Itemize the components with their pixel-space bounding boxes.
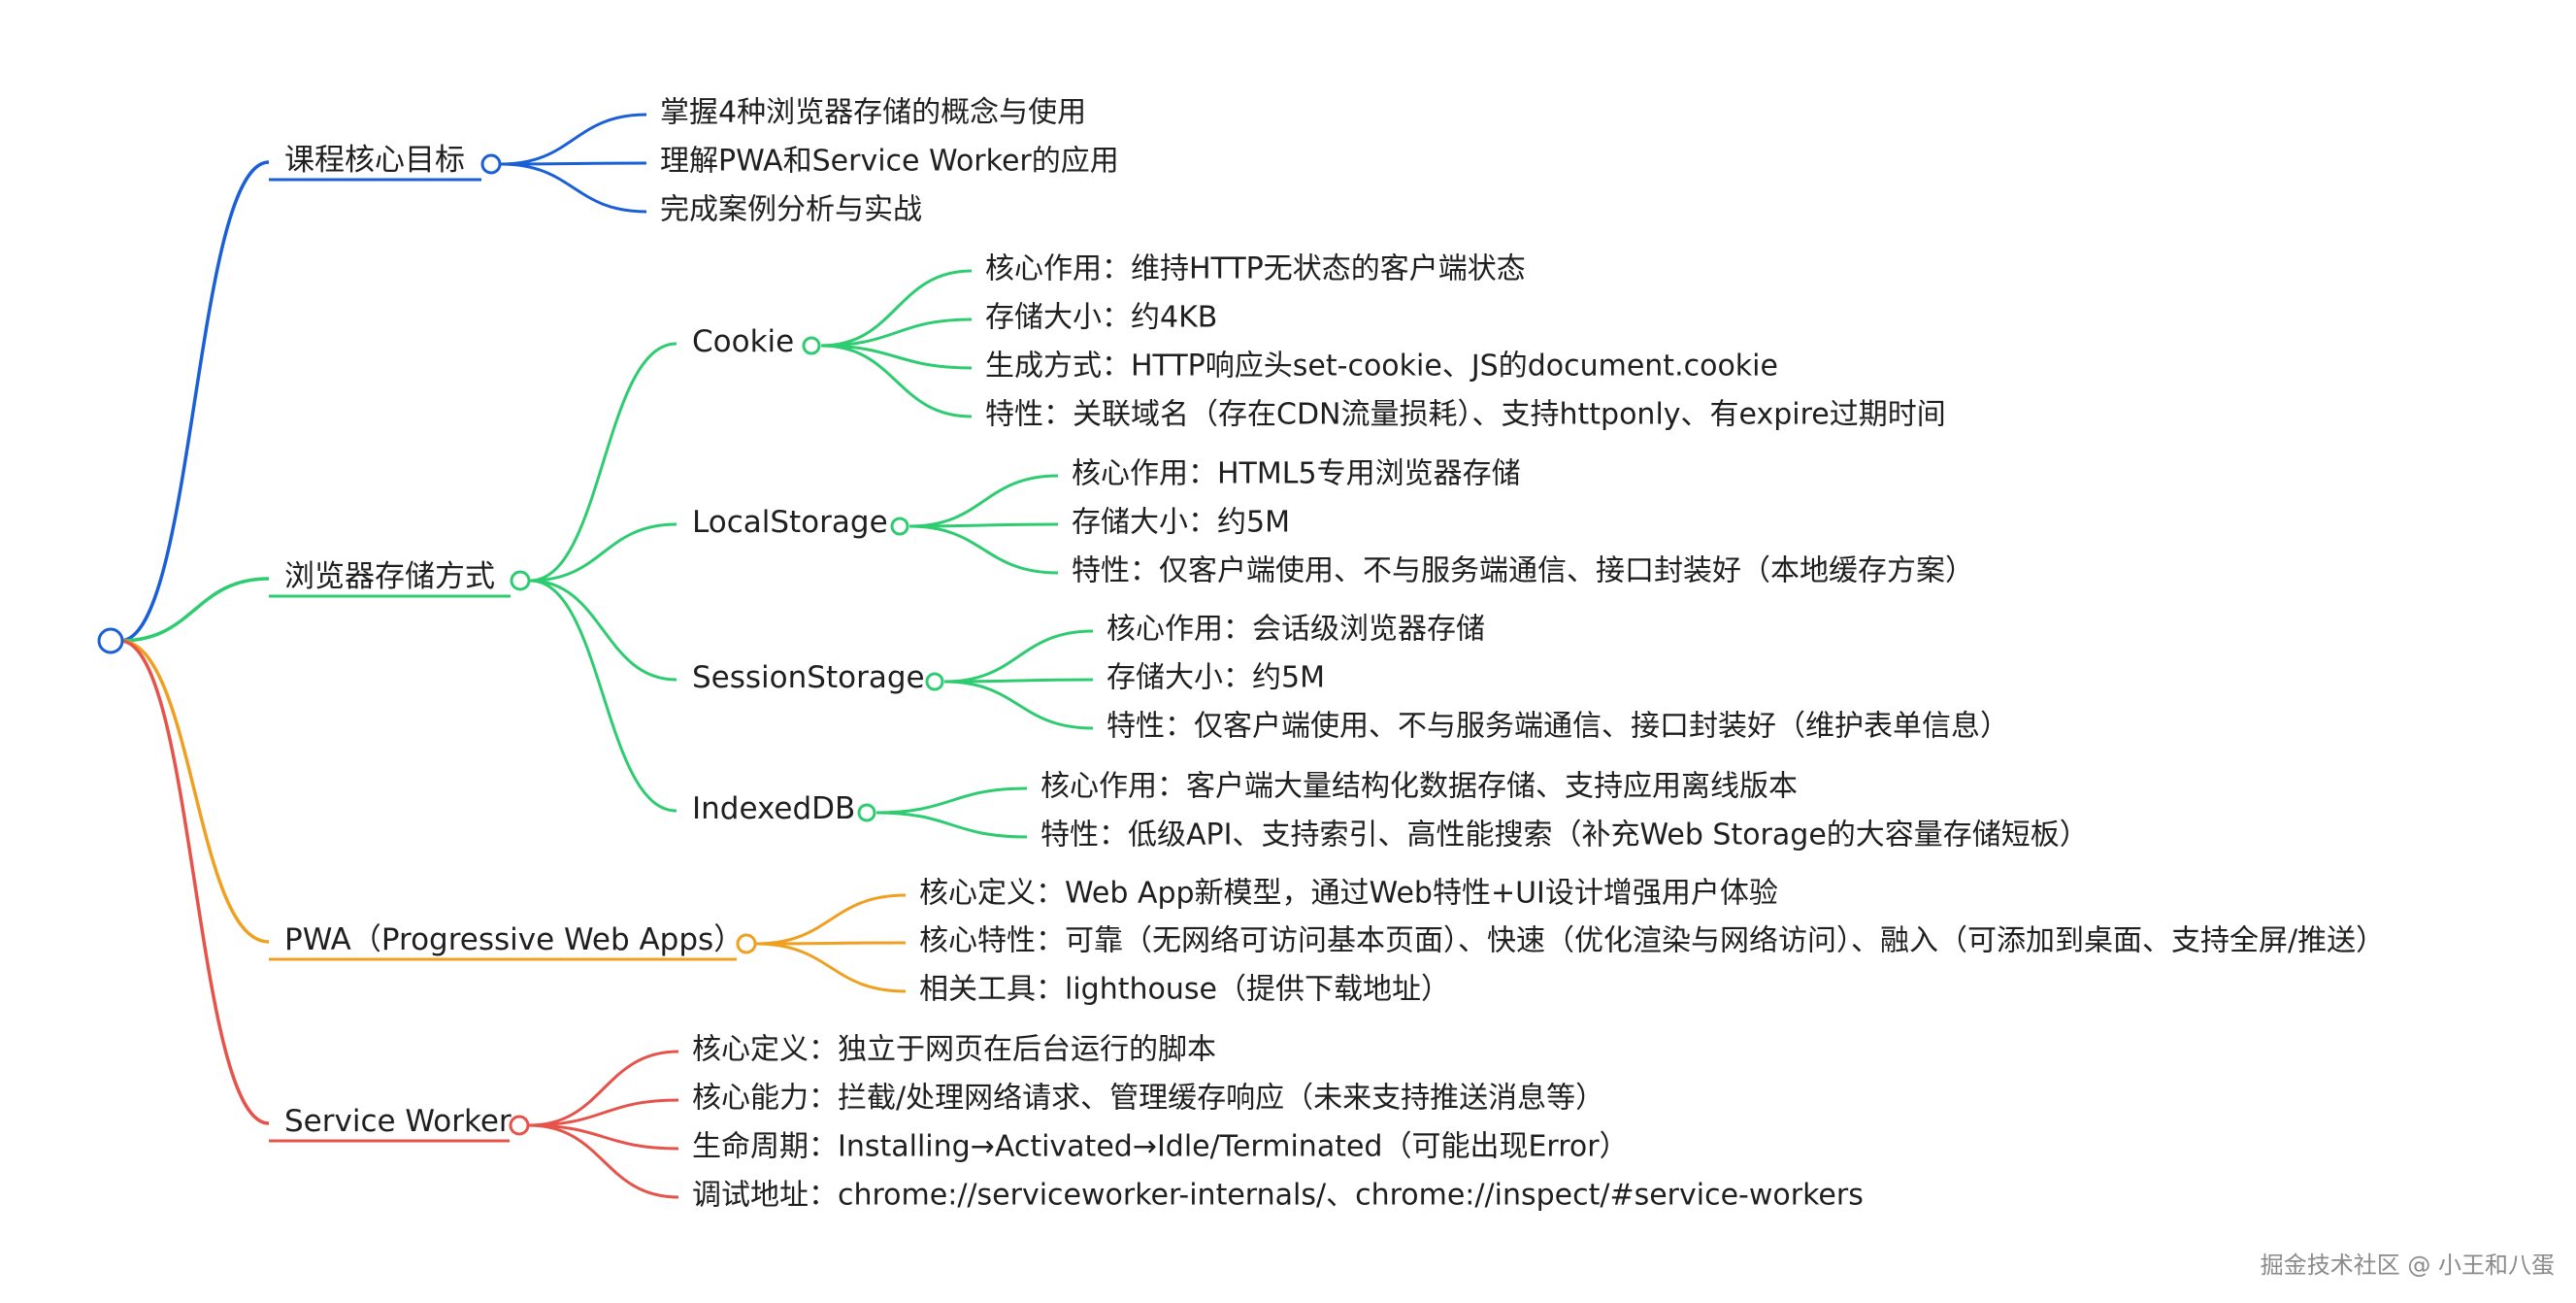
branch-label-storage: 浏览器存储方式 [284,559,495,594]
sw-leaf-edge [528,1050,679,1127]
storage-child-edge [529,579,677,682]
storage-2-leaf-edge [943,629,1094,684]
sw-leaf: 生命周期：Installing→Activated→Idle/Terminate… [692,1130,1629,1164]
goals-leaf: 掌握4种浏览器存储的概念与使用 [660,96,1086,130]
storage-child-node[interactable] [857,803,876,822]
storage-child-label: LocalStorage [692,505,888,540]
branch-label-sw: Service Worker [284,1104,512,1139]
storage-child-edge [529,579,677,813]
storage-3-leaf: 核心作用：客户端大量结构化数据存储、支持应用离线版本 [1040,770,1798,804]
storage-2-leaf-edge [943,680,1094,730]
storage-1-leaf-edge [908,474,1059,528]
mindmap-edges [119,113,1094,1199]
storage-3-leaf-edge [875,786,1028,815]
storage-0-leaf: 特性：关联域名（存在CDN流量损耗）、支持httponly、有expire过期时… [985,398,1946,432]
storage-1-leaf: 存储大小：约5M [1072,506,1290,540]
branch-label-pwa: PWA（Progressive Web Apps） [284,922,743,957]
storage-child-edge [529,342,677,583]
sw-leaf-edge [528,1123,679,1199]
branch-edge-storage [119,577,270,643]
storage-2-leaf-edge [943,678,1094,684]
storage-1-leaf: 核心作用：HTML5专用浏览器存储 [1072,457,1521,491]
sw-leaf-edge [528,1098,679,1127]
storage-child-node[interactable] [890,517,909,536]
storage-0-leaf: 核心作用：维持HTTP无状态的客户端状态 [985,252,1526,286]
root-node[interactable] [97,627,124,654]
storage-child-node[interactable] [802,336,821,355]
pwa-leaf: 核心特性：可靠（无网络可访问基本页面）、快速（优化渲染与网络访问）、融入（可添加… [919,924,2385,958]
storage-child-label: IndexedDB [692,791,855,826]
branch-node-sw[interactable] [509,1115,530,1136]
storage-3-leaf: 特性：低级API、支持索引、高性能搜索（补充Web Storage的大容量存储短… [1040,819,2089,852]
storage-child-edge [529,522,677,583]
pwa-leaf: 相关工具：lighthouse（提供下载地址） [919,973,1450,1007]
storage-2-leaf: 特性：仅客户端使用、不与服务端通信、接口封装好（维护表单信息） [1106,710,2009,744]
pwa-leaf-edge [755,942,907,993]
branch-label-goals: 课程核心目标 [284,143,465,178]
storage-1-leaf-edge [908,524,1059,575]
branch-node-storage[interactable] [510,570,531,591]
branch-edge-sw [119,639,270,1125]
storage-child-label: SessionStorage [692,660,925,695]
goals-leaf: 理解PWA和Service Worker的应用 [660,145,1119,179]
sw-leaf-edge [528,1123,679,1151]
sw-leaf: 核心定义：独立于网页在后台运行的脚本 [692,1033,1216,1067]
goals-leaf-edge [500,162,647,214]
storage-2-leaf: 核心作用：会话级浏览器存储 [1106,613,1485,647]
goals-leaf-edge [500,161,647,166]
storage-0-leaf: 存储大小：约4KB [985,301,1217,335]
pwa-leaf: 核心定义：Web App新模型，通过Web特性+UI设计增强用户体验 [919,877,1778,911]
storage-child-node[interactable] [925,672,944,691]
storage-0-leaf-edge [820,269,973,348]
goals-leaf-edge [500,113,647,166]
storage-1-leaf-edge [908,522,1059,528]
storage-2-leaf: 存储大小：约5M [1106,661,1325,695]
pwa-leaf-edge [755,893,907,946]
storage-0-leaf-edge [820,344,973,418]
storage-1-leaf: 特性：仅客户端使用、不与服务端通信、接口封装好（本地缓存方案） [1072,554,1974,588]
branch-node-pwa[interactable] [736,933,757,954]
pwa-leaf-edge [755,941,907,946]
watermark: 掘金技术社区 @ 小王和八蛋 [2260,1252,2555,1279]
sw-leaf: 调试地址：chrome://serviceworker-internals/、c… [692,1179,1864,1213]
storage-3-leaf-edge [875,811,1028,839]
storage-0-leaf-edge [820,344,973,370]
storage-0-leaf-edge [820,317,973,348]
sw-leaf: 核心能力：拦截/处理网络请求、管理缓存响应（未来支持推送消息等） [692,1082,1604,1116]
branch-edge-goals [119,160,270,643]
branch-edge-pwa [119,639,270,944]
branch-node-goals[interactable] [480,153,502,175]
storage-0-leaf: 生成方式：HTTP响应头set-cookie、JS的document.cooki… [985,350,1778,384]
storage-child-label: Cookie [692,324,794,359]
goals-leaf: 完成案例分析与实战 [660,193,922,227]
